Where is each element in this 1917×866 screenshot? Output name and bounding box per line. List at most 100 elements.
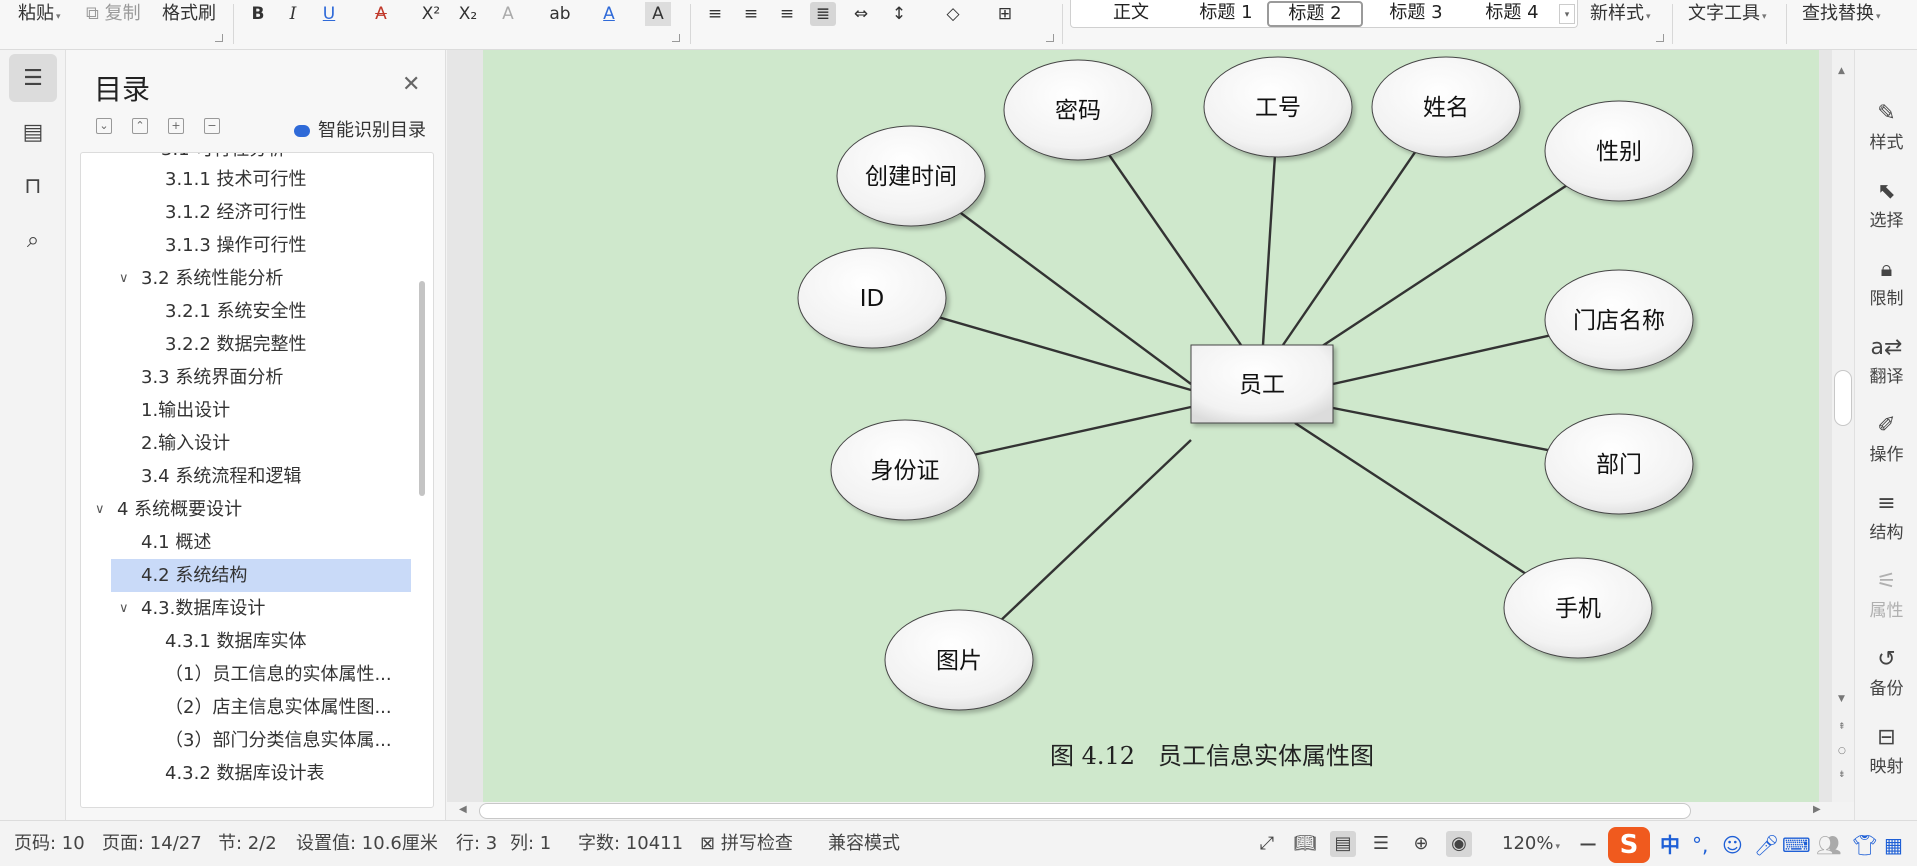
style-heading-4[interactable]: 标题 4 [1485,2,1539,23]
style-heading-1[interactable]: 标题 1 [1199,2,1253,23]
highlight-icon[interactable]: ab [549,4,571,24]
toc-item[interactable]: 3.2.2 数据完整性 [81,328,411,361]
line-spacing-icon[interactable]: ↕ [891,4,907,24]
ime-logo-icon[interactable]: S [1608,827,1650,863]
properties-tool-button[interactable]: ⚟属性 [1855,568,1917,638]
toc-scrollbar[interactable] [419,281,425,496]
search-icon[interactable]: ⌕ [26,227,40,253]
border-icon[interactable]: ⊞ [997,4,1013,24]
bookmark-icon[interactable]: ⊓ [24,173,42,199]
toc-item[interactable]: ∨3.2 系统性能分析 [81,262,411,295]
collapse-all-icon[interactable]: ⌃ [132,118,148,134]
structure-tool-button[interactable]: ≡结构 [1855,490,1917,560]
zoom-out-icon[interactable]: − [1578,830,1599,858]
web-view-icon[interactable]: ⊕ [1413,833,1429,854]
status-setting-value[interactable]: 设置值: 10.6厘米 [296,833,438,854]
outline-view-icon[interactable]: ☰ [1372,833,1390,854]
scroll-right-icon[interactable]: ▶ [1813,804,1821,815]
vertical-scrollbar[interactable]: ▲ ▼ ⇞ ○ ⇟ [1832,50,1854,802]
toc-item[interactable]: 2.输入设计 [81,427,411,460]
underline-icon[interactable]: U [322,4,336,24]
page-view-icon[interactable]: ▤ [1330,831,1356,857]
new-style-button[interactable]: 新样式▾ [1590,3,1651,24]
toc-item[interactable]: 3.2.1 系统安全性 [81,295,411,328]
er-attribute[interactable]: 手机 [1503,557,1653,659]
toc-item[interactable]: ∨4.3.数据库设计 [81,592,411,625]
style-tool-button[interactable]: ✎样式 [1855,100,1917,170]
toc-item[interactable]: 3.1.2 经济可行性 [81,196,411,229]
toc-item[interactable]: （3）部门分类信息实体属... [81,724,411,757]
er-attribute[interactable]: 密码 [1003,59,1153,161]
scroll-down-icon[interactable]: ▼ [1838,694,1845,704]
er-attribute[interactable]: 部门 [1544,413,1694,515]
chevron-down-icon[interactable]: ∨ [95,502,105,517]
eye-protection-icon[interactable]: ◉ [1446,831,1472,857]
style-heading-3[interactable]: 标题 3 [1389,2,1443,23]
select-browse-icon[interactable]: ○ [1838,746,1846,756]
status-row[interactable]: 行: 3 [456,833,498,854]
font-group-expander[interactable] [672,34,680,42]
backup-tool-button[interactable]: ↺备份 [1855,646,1917,716]
toc-item[interactable]: 3.1.1 技术可行性 [81,163,411,196]
fullscreen-icon[interactable]: ⤢ [1259,833,1275,854]
text-effect-icon[interactable]: A [502,4,514,24]
style-normal[interactable]: 正文 [1113,2,1149,23]
smart-toc-button[interactable]: 智能识别目录 [294,116,426,142]
status-section[interactable]: 节: 2/2 [218,833,277,854]
select-tool-button[interactable]: ⬉选择 [1855,178,1917,248]
reading-mode-icon[interactable]: 📖︎ [1293,833,1317,854]
ime-voice-icon[interactable]: 🎤︎ [1754,833,1780,857]
status-page-number[interactable]: 页码: 10 [14,833,85,854]
er-attribute[interactable]: 姓名 [1371,56,1521,158]
er-attribute[interactable]: 门店名称 [1544,269,1694,371]
mapping-tool-button[interactable]: ⊟映射 [1855,724,1917,794]
er-attribute[interactable]: 身份证 [830,419,980,521]
paragraph-group-expander[interactable] [1046,34,1054,42]
toc-item[interactable]: 4.3.1 数据库实体 [81,625,411,658]
toc-item[interactable]: ∨4 系统概要设计 [81,493,411,526]
toc-item[interactable]: 4.3.2 数据库设计表 [81,757,411,790]
chevron-down-icon[interactable]: ∨ [119,601,129,616]
bold-icon[interactable]: B [251,4,265,24]
er-attribute[interactable]: 工号 [1203,56,1353,158]
translate-tool-button[interactable]: a⇄翻译 [1855,334,1917,404]
distribute-icon[interactable]: ⇔ [853,4,869,24]
ime-keyboard-icon[interactable]: ⌨ [1782,833,1811,857]
ime-toolbox-icon[interactable]: ▦ [1884,833,1903,857]
spell-check-button[interactable]: ⊠ 拼写检查 [700,833,793,854]
status-column[interactable]: 列: 1 [510,833,552,854]
toc-item[interactable]: 1.输出设计 [81,394,411,427]
char-shading-icon[interactable]: A [645,2,671,26]
horizontal-scroll-thumb[interactable] [479,803,1691,819]
prev-page-icon[interactable]: ⇞ [1838,722,1846,732]
style-group-expander[interactable] [1656,34,1664,42]
toc-panel-icon[interactable]: ☰ [9,54,57,102]
add-heading-icon[interactable]: + [168,118,184,134]
text-tools-button[interactable]: 文字工具▾ [1688,3,1767,24]
er-entity[interactable]: 员工 [1190,344,1334,424]
toc-item[interactable]: 3.1.3 操作可行性 [81,229,411,262]
ime-language[interactable]: 中 [1660,833,1680,857]
close-icon[interactable]: ✕ [402,72,421,97]
format-painter-button[interactable]: 格式刷 [162,3,216,24]
ime-skin-icon[interactable]: 👕︎ [1852,833,1878,857]
ime-user-icon[interactable]: 👥︎ [1816,833,1842,857]
ime-punctuation-icon[interactable]: °, [1692,833,1709,857]
zoom-level[interactable]: 120%▾ [1502,833,1560,854]
er-attribute[interactable]: 性别 [1544,100,1694,202]
toc-item[interactable]: （1）员工信息的实体属性... [81,658,411,691]
er-attribute[interactable]: 创建时间 [836,125,986,227]
chevron-down-icon[interactable]: ∨ [119,271,129,286]
copy-button[interactable]: ⧉ 复制 [86,3,141,24]
font-color-icon[interactable]: A [603,4,615,24]
align-center-icon[interactable]: ≡ [743,4,759,24]
next-page-icon[interactable]: ⇟ [1838,770,1846,780]
operate-tool-button[interactable]: ✐操作 [1855,412,1917,482]
strikethrough-icon[interactable]: A [375,4,387,24]
er-attribute[interactable]: ID [797,247,947,349]
toc-item[interactable]: 3.3 系统界面分析 [81,361,411,394]
vertical-scroll-thumb[interactable] [1834,370,1852,426]
restrict-tool-button[interactable]: 🔒︎限制 [1855,256,1917,326]
er-attribute[interactable]: 图片 [884,609,1034,711]
toc-item[interactable]: 4.2 系统结构 [111,559,411,592]
